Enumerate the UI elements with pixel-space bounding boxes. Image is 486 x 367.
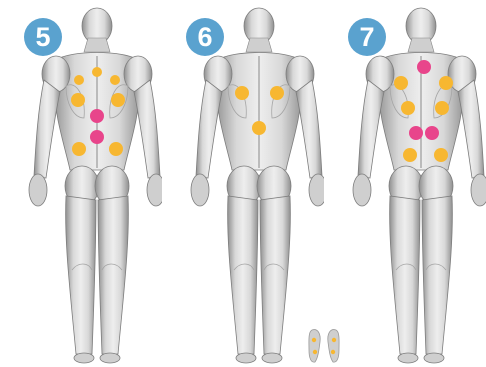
- point-yellow: [92, 67, 102, 77]
- figure-panel-5: 5: [0, 0, 162, 367]
- back-figure-5: [0, 0, 162, 367]
- point-yellow: [403, 148, 417, 162]
- figure-panel-7: 7: [324, 0, 486, 367]
- point-yellow: [270, 86, 284, 100]
- step-badge-6: 6: [186, 18, 224, 56]
- point-yellow: [72, 142, 86, 156]
- point-yellow: [439, 76, 453, 90]
- point-yellow: [394, 76, 408, 90]
- step-badge-5: 5: [24, 18, 62, 56]
- point-pink: [417, 60, 431, 74]
- point-yellow: [74, 75, 84, 85]
- point-yellow: [435, 101, 449, 115]
- step-badge-7: 7: [348, 18, 386, 56]
- back-figure-6: [162, 0, 324, 367]
- point-yellow: [110, 75, 120, 85]
- point-yellow: [252, 121, 266, 135]
- point-yellow: [331, 350, 335, 354]
- point-yellow: [111, 93, 125, 107]
- point-yellow: [401, 101, 415, 115]
- point-pink: [409, 126, 423, 140]
- back-figure-7: [324, 0, 486, 367]
- point-pink: [90, 130, 104, 144]
- point-pink: [425, 126, 439, 140]
- point-yellow: [71, 93, 85, 107]
- point-yellow: [312, 338, 316, 342]
- point-yellow: [235, 86, 249, 100]
- point-yellow: [313, 350, 317, 354]
- point-yellow: [332, 338, 336, 342]
- point-pink: [90, 109, 104, 123]
- point-yellow: [109, 142, 123, 156]
- foot-soles-icon: [306, 328, 346, 364]
- figure-panel-6: 6: [162, 0, 324, 367]
- point-yellow: [434, 148, 448, 162]
